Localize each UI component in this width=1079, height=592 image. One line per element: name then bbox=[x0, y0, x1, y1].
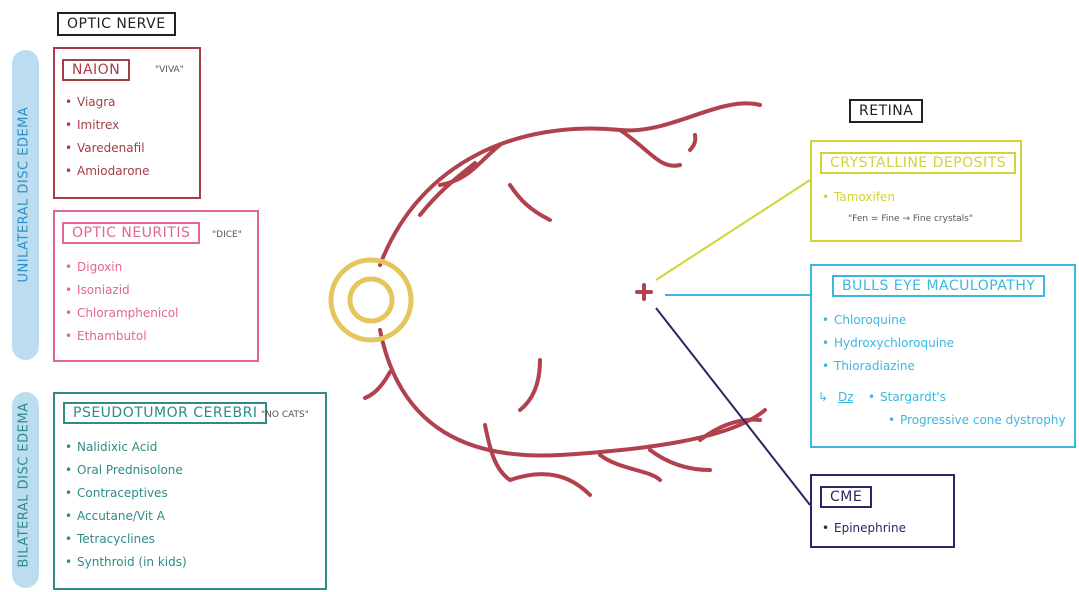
pseudotumor-mnemonic: "NO CATS" bbox=[261, 410, 309, 420]
list-item: •Tetracyclines bbox=[65, 528, 187, 551]
pseudotumor-box: PSEUDOTUMOR CEREBRI "NO CATS" •Nalidixic… bbox=[53, 392, 327, 590]
naion-title: NAION bbox=[62, 59, 130, 81]
superior-vessel-branch-3 bbox=[510, 185, 550, 220]
inferior-vessel-branch-5 bbox=[600, 455, 660, 480]
list-item: •Stargardt's bbox=[868, 386, 1066, 409]
inferior-vessel-branch-4 bbox=[520, 360, 540, 410]
list-item: •Thioradiazine bbox=[822, 355, 954, 378]
bulls-eye-box: BULLS EYE MACULOPATHY •Chloroquine •Hydr… bbox=[810, 264, 1076, 448]
optic-disc bbox=[331, 260, 411, 340]
naion-mnemonic: "VIVA" bbox=[155, 65, 184, 75]
naion-box: NAION "VIVA" •Viagra •Imitrex •Varedenaf… bbox=[53, 47, 201, 199]
inferior-vessel-branch-3 bbox=[510, 474, 590, 495]
optic-neuritis-mnemonic: "DICE" bbox=[212, 230, 242, 240]
unilateral-label: UNILATERAL DISC EDEMA bbox=[17, 123, 32, 283]
dz-label: Dz bbox=[838, 390, 854, 404]
list-item: •Nalidixic Acid bbox=[65, 436, 187, 459]
optic-neuritis-title: OPTIC NEURITIS bbox=[62, 222, 200, 244]
list-item: •Isoniazid bbox=[65, 279, 178, 302]
list-item: •Varedenafil bbox=[65, 137, 150, 160]
cme-list: •Epinephrine bbox=[822, 517, 906, 540]
list-item: •Chloroquine bbox=[822, 309, 954, 332]
list-item: •Chloramphenicol bbox=[65, 302, 178, 325]
optic-nerve-header: OPTIC NERVE bbox=[57, 12, 176, 36]
bilateral-label: BILATERAL DISC EDEMA bbox=[17, 408, 32, 568]
list-item: •Epinephrine bbox=[822, 517, 906, 540]
cme-title: CME bbox=[820, 486, 872, 508]
list-item: •Oral Prednisolone bbox=[65, 459, 187, 482]
list-item: •Progressive cone dystrophy bbox=[868, 409, 1066, 432]
superior-vessel-branch-5 bbox=[690, 135, 695, 150]
superior-vessel-main bbox=[380, 103, 760, 265]
list-item: •Viagra bbox=[65, 91, 150, 114]
unilateral-pill: UNILATERAL DISC EDEMA bbox=[12, 50, 39, 360]
list-item: •Synthroid (in kids) bbox=[65, 551, 187, 574]
list-item: •Contraceptives bbox=[65, 482, 187, 505]
bulls-eye-list: •Chloroquine •Hydroxychloroquine •Thiora… bbox=[822, 309, 954, 378]
list-item: •Digoxin bbox=[65, 256, 178, 279]
retina-header: RETINA bbox=[849, 99, 923, 123]
pseudotumor-title: PSEUDOTUMOR CEREBRI bbox=[63, 402, 267, 424]
cme-box: CME •Epinephrine bbox=[810, 474, 955, 548]
superior-vessel-branch-4 bbox=[620, 130, 680, 166]
list-item: •Tamoxifen bbox=[822, 186, 895, 209]
retinal-vessels bbox=[365, 103, 765, 495]
bulls-eye-title: BULLS EYE MACULOPATHY bbox=[832, 275, 1045, 297]
dz-arrow-icon: ↳ bbox=[818, 390, 828, 404]
pseudotumor-list: •Nalidixic Acid •Oral Prednisolone •Cont… bbox=[65, 436, 187, 574]
crystalline-box: CRYSTALLINE DEPOSITS •Tamoxifen "Fen = F… bbox=[810, 140, 1022, 242]
inferior-vessel-branch-1 bbox=[365, 372, 390, 398]
list-item: •Imitrex bbox=[65, 114, 150, 137]
list-item: •Accutane/Vit A bbox=[65, 505, 187, 528]
inferior-vessel-branch-6 bbox=[650, 450, 710, 470]
crystalline-title: CRYSTALLINE DEPOSITS bbox=[820, 152, 1016, 174]
dz-list: •Stargardt's •Progressive cone dystrophy bbox=[868, 386, 1066, 432]
optic-neuritis-box: OPTIC NEURITIS "DICE" •Digoxin •Isoniazi… bbox=[53, 210, 259, 362]
optic-neuritis-list: •Digoxin •Isoniazid •Chloramphenicol •Et… bbox=[65, 256, 178, 348]
crystalline-list: •Tamoxifen bbox=[822, 186, 895, 209]
crystalline-connector bbox=[656, 180, 810, 280]
naion-list: •Viagra •Imitrex •Varedenafil •Amiodaron… bbox=[65, 91, 150, 183]
list-item: •Hydroxychloroquine bbox=[822, 332, 954, 355]
macula-marker bbox=[637, 285, 651, 299]
crystalline-note: "Fen = Fine → Fine crystals" bbox=[848, 214, 973, 224]
cme-connector bbox=[656, 308, 810, 505]
list-item: •Ethambutol bbox=[65, 325, 178, 348]
list-item: •Amiodarone bbox=[65, 160, 150, 183]
bilateral-pill: BILATERAL DISC EDEMA bbox=[12, 392, 39, 588]
